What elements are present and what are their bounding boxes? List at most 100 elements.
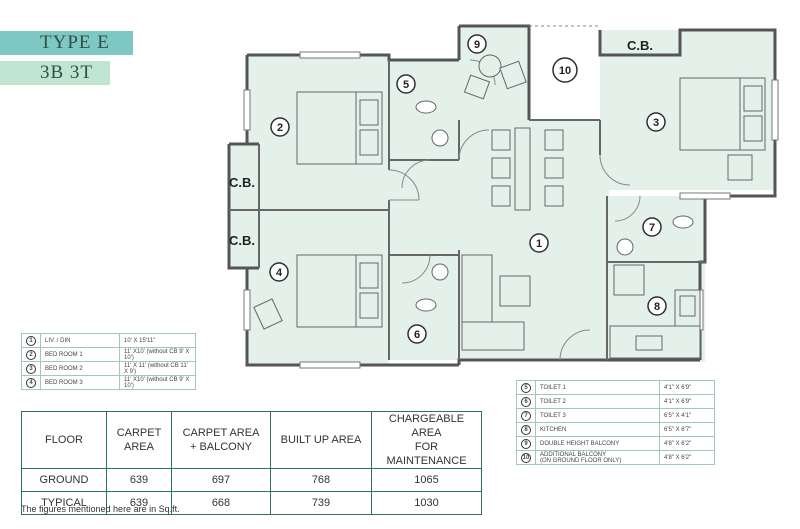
legend-row: 5 TOILET 1 4'1" X 6'9": [516, 380, 715, 395]
room-marker-8: [647, 296, 667, 316]
legend-row: 10 ADDITIONAL BALCONY(ON GROUND FLOOR ONL…: [516, 450, 715, 465]
legend-row: 8 KITCHEN 6'5" X 6'7": [516, 422, 715, 437]
table-cell: 697: [171, 468, 271, 492]
legend-room-size: 4'1" X 6'9": [659, 394, 715, 409]
room-marker-10: [552, 57, 578, 83]
area-header-built-up: BUILT UP AREA: [270, 411, 372, 469]
room-marker-6: [407, 324, 427, 344]
legend-row: 4 BED ROOM 3 11' X10' (without CB 9' X 10'…: [21, 375, 196, 390]
legend-row: 7 TOILET 3 6'5" X 4'1": [516, 408, 715, 423]
legend-room-name: DOUBLE HEIGHT BALCONY: [535, 436, 660, 451]
cb-label-upper-left: C.B.: [229, 175, 255, 190]
legend-number: 8: [516, 422, 536, 437]
table-cell: 768: [270, 468, 372, 492]
room-marker-4: [269, 262, 289, 282]
legend-number-badge: 8: [521, 424, 531, 435]
legend-room-name-text: TOILET 3: [540, 412, 566, 419]
legend-room-name-text: BED ROOM 3: [45, 379, 83, 386]
legend-room-size: 4'1" X 6'9": [659, 380, 715, 395]
legend-number-badge: 2: [26, 349, 36, 360]
legend-number-badge: 6: [521, 396, 531, 407]
cb-label-lower-left: C.B.: [229, 233, 255, 248]
room-label-1: 1: [536, 238, 542, 250]
table-cell: 639: [106, 491, 172, 515]
table-cell: 739: [270, 491, 372, 515]
legend-number: 5: [516, 380, 536, 395]
legend-room-size: 11' X10' (without CB 9' X 10'): [119, 375, 196, 390]
room-label-9: 9: [474, 39, 480, 51]
legend-room-name: TOILET 2: [535, 394, 660, 409]
legend-room-size: 4'8" X 6'2": [659, 436, 715, 451]
room-marker-7: [642, 217, 662, 237]
room-label-3: 3: [653, 117, 659, 129]
legend-room-name-text: TOILET 2: [540, 398, 566, 405]
legend-room-name-text: KITCHEN: [540, 426, 567, 433]
legend-number-badge: 9: [521, 438, 531, 449]
units-note: The figures mentioned here are in Sq.ft.: [21, 504, 180, 514]
area-header-floor: FLOOR: [21, 411, 107, 469]
legend-room-name: LIV. / DIN: [40, 333, 120, 348]
cb-label-top-right: C.B.: [627, 38, 653, 53]
legend-number: 1: [21, 333, 41, 348]
legend-room-size: 6'5" X 4'1": [659, 408, 715, 423]
legend-number: 4: [21, 375, 41, 390]
legend-row: 2 BED ROOM 1 11' X10' (without CB 9' X 10'…: [21, 347, 196, 362]
room-marker-5: [396, 74, 416, 94]
legend-room-size: 11' X 11' (without CB 11' X 9'): [119, 361, 196, 376]
table-cell: TYPICAL: [21, 491, 107, 515]
legend-room-size: 4'8" X 6'2": [659, 450, 715, 465]
legend-room-name-text: BED ROOM 1: [45, 351, 83, 358]
legend-row: 6 TOILET 2 4'1" X 6'9": [516, 394, 715, 409]
room-label-5: 5: [403, 79, 409, 91]
table-cell: 1065: [371, 468, 482, 492]
room-marker-1: [529, 233, 549, 253]
legend-room-size: 6'5" X 6'7": [659, 422, 715, 437]
legend-room-size: 11' X10' (without CB 9' X 10'): [119, 347, 196, 362]
table-row: GROUND 639 697 768 1065: [21, 468, 482, 492]
legend-room-name: TOILET 1: [535, 380, 660, 395]
legend-row: 3 BED ROOM 2 11' X 11' (without CB 11' X 9…: [21, 361, 196, 376]
legend-room-size: 10' X 15'11": [119, 333, 196, 348]
legend-number: 3: [21, 361, 41, 376]
table-cell: GROUND: [21, 468, 107, 492]
room-marker-9: [467, 34, 487, 54]
legend-number-badge: 10: [521, 452, 531, 463]
table-row: TYPICAL 639 668 739 1030: [21, 491, 482, 515]
room-label-8: 8: [654, 301, 660, 313]
area-table: FLOOR CARPET AREA CARPET AREA + BALCONY …: [21, 411, 482, 515]
room-label-7: 7: [649, 222, 655, 234]
legend-room-name-text: ADDITIONAL BALCONY: [540, 451, 607, 458]
legend-room-name: BED ROOM 1: [40, 347, 120, 362]
legend-room-name-text: TOILET 1: [540, 384, 566, 391]
legend-row: 9 DOUBLE HEIGHT BALCONY 4'8" X 6'2": [516, 436, 715, 451]
table-cell: 1030: [371, 491, 482, 515]
room-label-2: 2: [277, 122, 283, 134]
room-label-6: 6: [414, 329, 420, 341]
legend-room-name: TOILET 3: [535, 408, 660, 423]
legend-room-name-text: DOUBLE HEIGHT BALCONY: [540, 440, 620, 447]
room-label-4: 4: [276, 267, 283, 279]
legend-room-name: BED ROOM 2: [40, 361, 120, 376]
room-legend-right: 5 TOILET 1 4'1" X 6'9" 6 TOILET 2 4'1" X 6'9"…: [516, 380, 715, 465]
config-label: 3B 3T: [0, 61, 110, 85]
legend-room-name-text: BED ROOM 2: [45, 365, 83, 372]
legend-number-badge: 4: [26, 377, 36, 388]
table-cell: 668: [171, 491, 271, 515]
legend-room-name-note: (ON GROUND FLOOR ONLY): [540, 457, 622, 464]
legend-number-badge: 1: [26, 335, 36, 346]
legend-number: 2: [21, 347, 41, 362]
legend-number: 10: [516, 450, 536, 465]
room-marker-3: [646, 112, 666, 132]
legend-room-name: KITCHEN: [535, 422, 660, 437]
area-header-carpet-balcony: CARPET AREA + BALCONY: [171, 411, 271, 469]
legend-number: 9: [516, 436, 536, 451]
table-cell: 639: [106, 468, 172, 492]
room-marker-2: [270, 117, 290, 137]
legend-room-name: ADDITIONAL BALCONY(ON GROUND FLOOR ONLY): [535, 450, 660, 465]
legend-number: 7: [516, 408, 536, 423]
room-label-10: 10: [559, 65, 571, 77]
legend-number-badge: 5: [521, 382, 531, 393]
